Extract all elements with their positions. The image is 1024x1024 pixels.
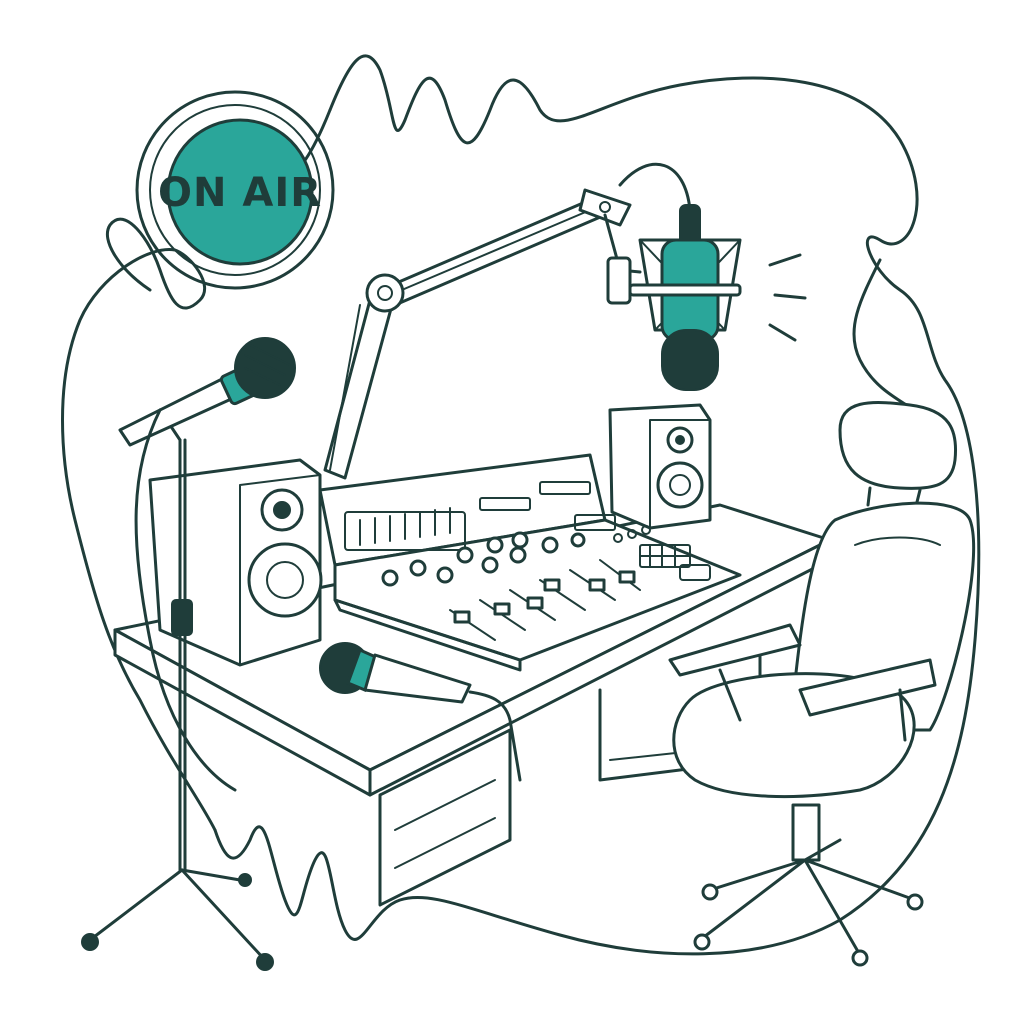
console-knobs: [381, 531, 586, 587]
right-speaker-icon: [608, 403, 712, 530]
mic-stand-icon: [81, 337, 296, 971]
on-air-label: ON AIR: [158, 170, 322, 216]
office-chair-icon: [668, 401, 976, 967]
on-air-sign: ON AIR: [135, 90, 335, 290]
handheld-microphone-icon: [319, 642, 522, 782]
boom-arm: [323, 188, 642, 480]
console-faders: [449, 559, 641, 641]
studio-microphone-icon: [618, 162, 807, 391]
mixing-console-icon: [318, 453, 742, 672]
